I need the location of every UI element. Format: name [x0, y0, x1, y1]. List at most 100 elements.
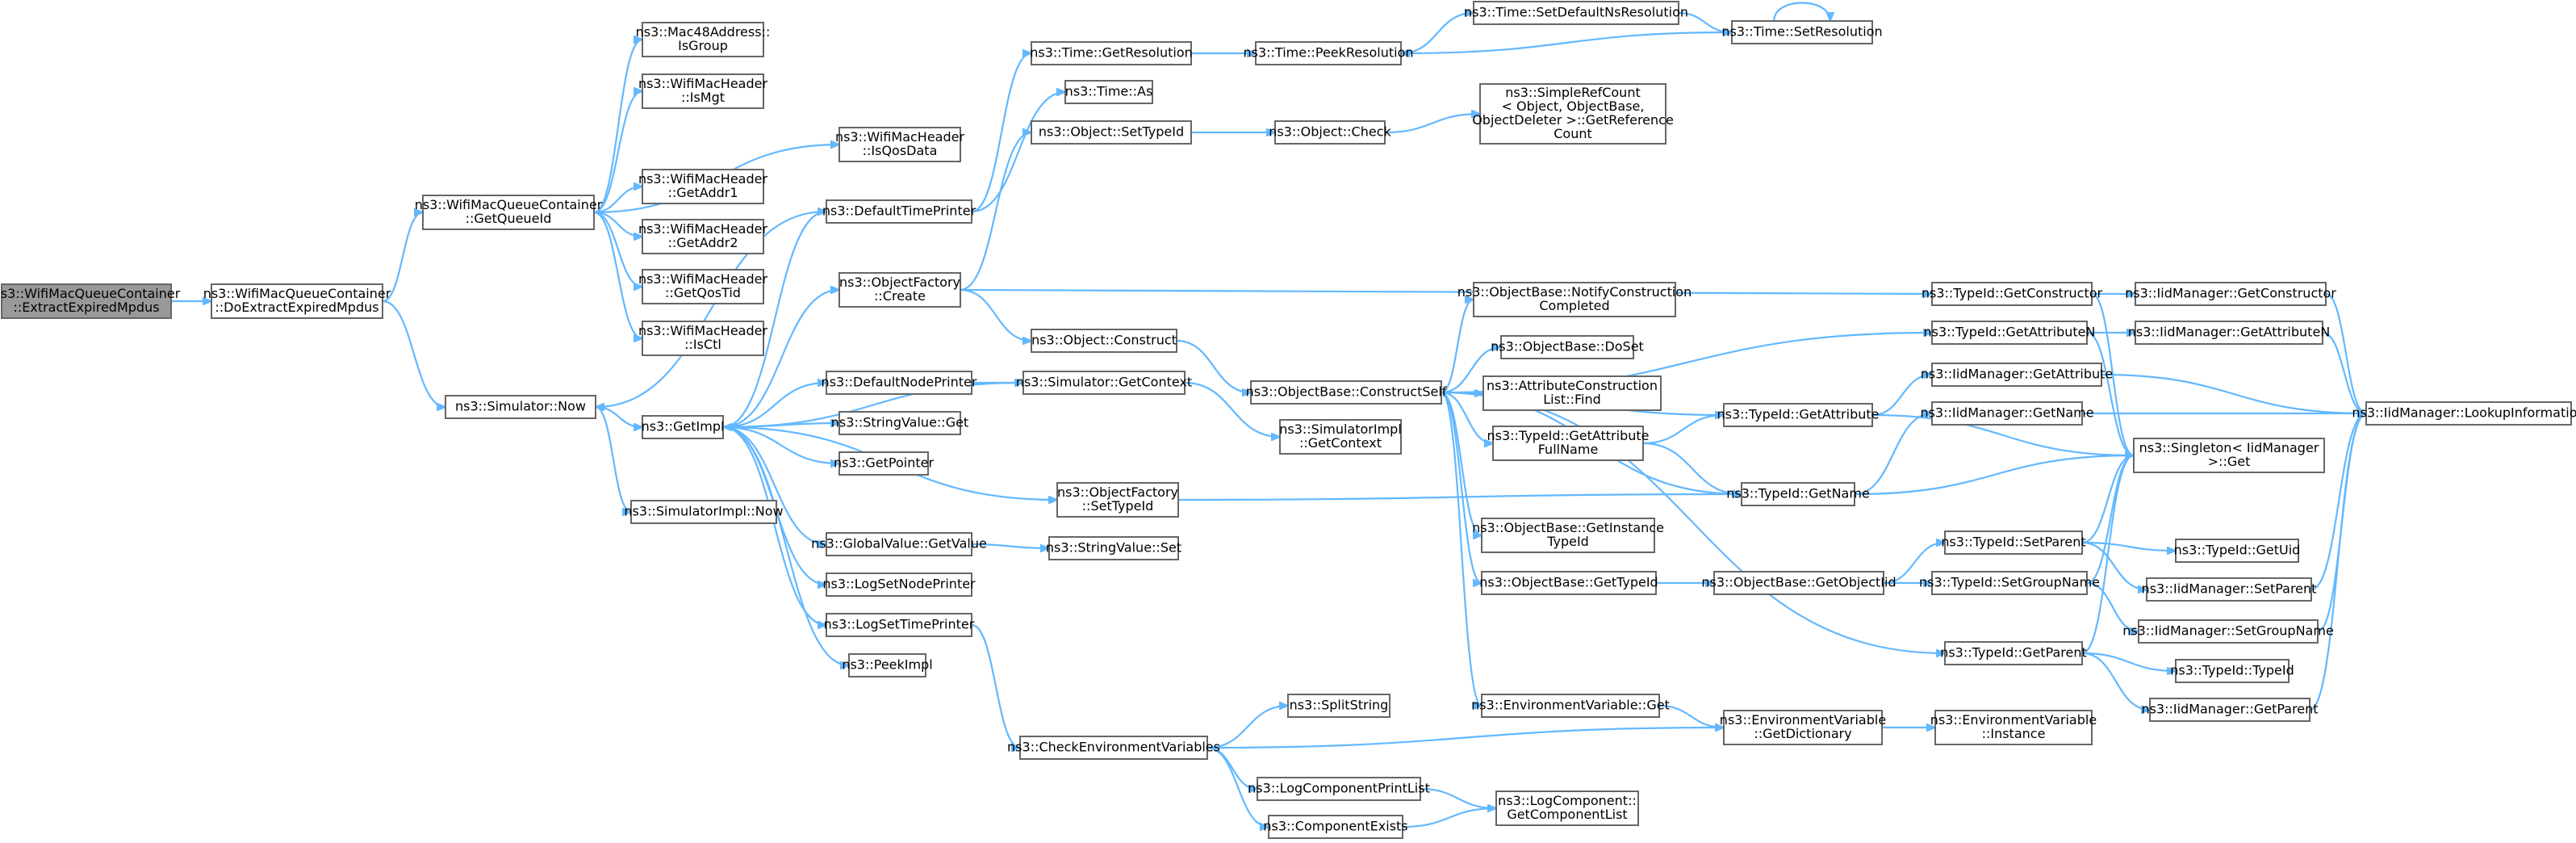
edge-n45-n50 — [1658, 704, 1724, 728]
node-n66[interactable]: ns3::TypeId::TypeId — [2170, 659, 2294, 683]
node-n19[interactable]: ns3::GlobalValue::GetValue — [811, 532, 987, 556]
edge-n29-n36 — [1206, 746, 1269, 827]
node-box — [826, 613, 972, 637]
node-n30[interactable]: ns3::Time::PeekResolution — [1243, 41, 1414, 65]
node-n63[interactable]: ns3::TypeId::GetUid — [2174, 539, 2301, 563]
node-n15[interactable]: ns3::DefaultNodePrinter — [822, 371, 977, 395]
node-n57[interactable]: ns3::TypeId::SetGroupName — [1919, 571, 2100, 595]
node-label: ns3::SimulatorImpl::Now — [624, 504, 783, 519]
node-box — [1931, 571, 2088, 595]
edge-n14-n26 — [960, 288, 1031, 341]
node-n16[interactable]: ns3::StringValue::Get — [831, 411, 968, 435]
edge-n32-n40 — [1441, 347, 1501, 394]
edge-n2-n9 — [593, 211, 642, 287]
node-label: ns3::ObjectBase::NotifyConstruction — [1457, 284, 1692, 300]
node-n35[interactable]: ns3::LogComponentPrintList — [1248, 777, 1430, 801]
edge-n2-n7 — [593, 187, 642, 214]
node-n6[interactable]: ns3::WifiMacHeader::IsQosData — [835, 127, 965, 162]
node-label: ns3::ComponentExists — [1263, 819, 1407, 834]
node-n55[interactable]: ns3::IidManager::GetName — [1920, 401, 2094, 426]
node-label: TypeId — [1546, 534, 1589, 549]
node-n47[interactable]: ns3::TypeId::GetAttribute — [1717, 403, 1880, 427]
node-box — [642, 169, 764, 204]
node-n37[interactable]: ns3::Time::SetDefaultNsResolution — [1464, 1, 1688, 25]
node-n51[interactable]: ns3::LogComponent::GetComponentList — [1495, 791, 1639, 826]
node-n52[interactable]: ns3::TypeId::GetConstructor — [1922, 282, 2103, 306]
node-n36[interactable]: ns3::ComponentExists — [1263, 815, 1408, 839]
node-n20[interactable]: ns3::LogSetNodePrinter — [822, 572, 976, 597]
node-n29[interactable]: ns3::CheckEnvironmentVariables — [1007, 736, 1220, 760]
node-n17[interactable]: ns3::GetPointer — [834, 451, 935, 476]
node-box — [1495, 791, 1639, 826]
node-n39[interactable]: ns3::ObjectBase::NotifyConstructionCompl… — [1457, 282, 1692, 317]
node-n56[interactable]: ns3::TypeId::SetParent — [1941, 531, 2086, 555]
node-n5[interactable]: ns3::WifiMacHeader::IsMgt — [638, 73, 768, 109]
node-n46[interactable]: ns3::Time::SetResolution — [1721, 20, 1883, 44]
node-n14[interactable]: ns3::ObjectFactory::Create — [838, 272, 961, 308]
edge-n2-n10 — [593, 211, 642, 338]
node-n0[interactable]: ns3::WifiMacQueueContainer::ExtractExpir… — [0, 283, 181, 319]
node-n62[interactable]: ns3::Singleton< IidManager>::Get — [2133, 438, 2325, 473]
node-n21[interactable]: ns3::LogSetTimePrinter — [824, 613, 975, 637]
node-n13[interactable]: ns3::DefaultTimePrinter — [822, 199, 976, 224]
node-label: ns3::WifiMacQueueContainer — [0, 286, 181, 301]
node-n54[interactable]: ns3::IidManager::GetAttribute — [1921, 363, 2114, 387]
node-n11[interactable]: ns3::GetImpl — [642, 415, 725, 439]
node-n27[interactable]: ns3::Simulator::GetContext — [1016, 371, 1192, 395]
node-n38[interactable]: ns3::SimpleRefCount< Object, ObjectBase,… — [1472, 83, 1674, 145]
node-n48[interactable]: ns3::TypeId::GetName — [1726, 482, 1870, 506]
node-n24[interactable]: ns3::Time::As — [1064, 80, 1153, 104]
node-n2[interactable]: ns3::WifiMacQueueContainer::GetQueueId — [415, 195, 603, 230]
node-n65[interactable]: ns3::IidManager::SetGroupName — [2122, 619, 2334, 644]
node-n64[interactable]: ns3::IidManager::SetParent — [2142, 577, 2317, 602]
node-n33[interactable]: ns3::SimulatorImpl::GetContext — [1279, 419, 1402, 455]
node-n68[interactable]: ns3::IidManager::LookupInformation — [2352, 401, 2576, 426]
node-box — [1473, 282, 1676, 317]
edge-n36-n51 — [1402, 808, 1496, 828]
node-n45[interactable]: ns3::EnvironmentVariable::Get — [1471, 694, 1670, 718]
node-box — [1931, 363, 2102, 387]
node-n1[interactable]: ns3::WifiMacQueueContainer::DoExtractExp… — [203, 283, 391, 319]
node-box — [1257, 777, 1421, 801]
node-n7[interactable]: ns3::WifiMacHeader::GetAddr1 — [638, 169, 768, 204]
node-n58[interactable]: ns3::TypeId::GetParent — [1940, 641, 2087, 665]
node-label: ns3::DefaultTimePrinter — [822, 203, 976, 219]
node-box — [1500, 335, 1634, 359]
node-n67[interactable]: ns3::IidManager::GetParent — [2141, 698, 2319, 722]
node-n31[interactable]: ns3::Object::Check — [1269, 120, 1392, 145]
node-label: ns3::ObjectBase::DoSet — [1491, 339, 1644, 354]
edge-n1-n3 — [382, 300, 445, 407]
node-n32[interactable]: ns3::ObjectBase::ConstructSelf — [1246, 380, 1447, 405]
node-label: ns3::LogSetTimePrinter — [824, 617, 975, 632]
node-box — [2135, 321, 2323, 345]
node-label: ns3::WifiMacHeader — [638, 271, 768, 287]
node-n28[interactable]: ns3::StringValue::Set — [1046, 536, 1181, 560]
node-n44[interactable]: ns3::ObjectBase::GetTypeId — [1479, 571, 1658, 595]
node-label: ns3::SimpleRefCount — [1505, 85, 1640, 100]
node-n61[interactable]: ns3::IidManager::GetAttributeN — [2128, 321, 2331, 345]
node-n10[interactable]: ns3::WifiMacHeader::IsCtl — [638, 321, 768, 356]
node-n9[interactable]: ns3::WifiMacHeader::GetQosTid — [638, 269, 768, 304]
node-n23[interactable]: ns3::Time::GetResolution — [1030, 41, 1193, 65]
node-n59[interactable]: ns3::EnvironmentVariable::Instance — [1930, 710, 2097, 745]
node-n25[interactable]: ns3::Object::SetTypeId — [1031, 120, 1192, 145]
node-n26[interactable]: ns3::Object::Construct — [1031, 329, 1177, 353]
node-n18[interactable]: ns3::ObjectFactory::SetTypeId — [1056, 482, 1179, 518]
node-n40[interactable]: ns3::ObjectBase::DoSet — [1491, 335, 1644, 359]
node-label: ns3::IidManager::GetConstructor — [2125, 286, 2336, 301]
node-n34[interactable]: ns3::SplitString — [1287, 694, 1390, 718]
node-n8[interactable]: ns3::WifiMacHeader::GetAddr2 — [638, 219, 768, 254]
node-n53[interactable]: ns3::TypeId::GetAttributeN — [1924, 321, 2096, 345]
node-n22[interactable]: ns3::PeekImpl — [842, 653, 933, 677]
node-n50[interactable]: ns3::EnvironmentVariable::GetDictionary — [1720, 710, 1886, 745]
edge-n48-n62 — [1854, 455, 2134, 496]
node-n12[interactable]: ns3::SimulatorImpl::Now — [624, 500, 784, 524]
node-n60[interactable]: ns3::IidManager::GetConstructor — [2125, 282, 2336, 306]
node-n3[interactable]: ns3::Simulator::Now — [445, 395, 596, 419]
node-n49[interactable]: ns3::ObjectBase::GetObjectIid — [1701, 571, 1896, 595]
node-label: ns3::ObjectBase::GetInstance — [1472, 520, 1664, 535]
node-n4[interactable]: ns3::Mac48Address::IsGroup — [636, 22, 771, 57]
